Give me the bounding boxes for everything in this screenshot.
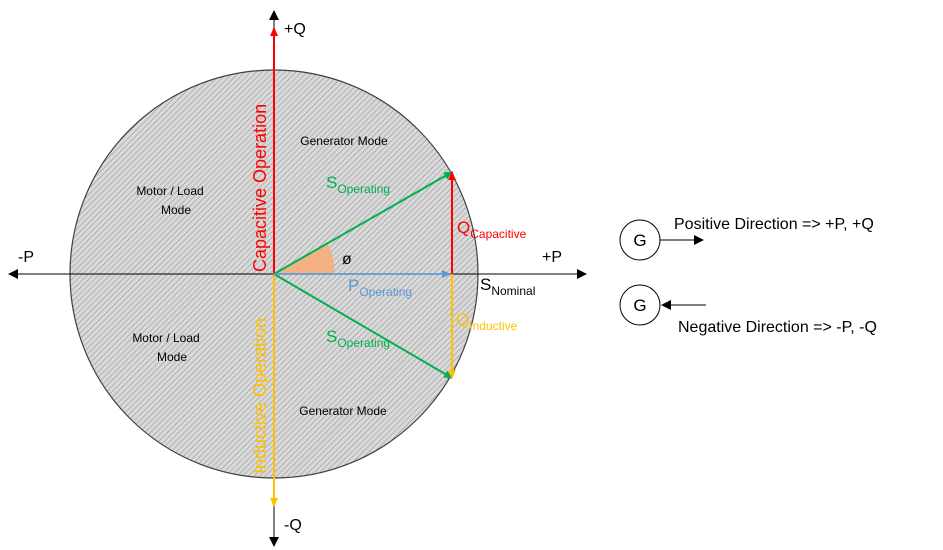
generator-mode-lower-label: Generator Mode [299,404,387,418]
s-operating-vector-upper [273,171,453,275]
motor-mode-upper-label-line2: Mode [161,203,191,217]
generator-symbol-negative [619,284,661,326]
minus-q-label: -Q [284,517,302,534]
plus-p-label: +P [542,249,562,266]
q-capacitive-label: QCapacitive [457,218,527,241]
inductive-operation-label: Inductive Operation [250,318,270,474]
positive-direction-label: Positive Direction => +P, +Q [674,216,874,233]
generator-mode-upper-label: Generator Mode [300,134,388,148]
generator-letter-positive: G [633,231,646,250]
q-inductive-label: QInductive [456,310,518,333]
negative-direction-label: Negative Direction => -P, -Q [678,319,877,336]
p-operating-label: POperating [348,276,412,299]
s-operating-label-lower: SOperating [326,327,390,350]
s-nominal-label: SNominal [480,275,535,298]
generator-letter-negative: G [633,296,646,315]
minus-p-label: -P [18,249,34,266]
motor-mode-lower-label-line2: Mode [157,350,187,364]
angle-phi-label: ø [342,251,352,268]
capacitive-operation-label: Capacitive Operation [250,104,270,272]
motor-mode-upper-label-line1: Motor / Load [136,184,203,198]
plus-q-label: +Q [284,21,306,38]
s-operating-label-upper: SOperating [326,173,390,196]
s-operating-vector-lower [273,273,453,379]
motor-mode-lower-label-line1: Motor / Load [132,331,199,345]
